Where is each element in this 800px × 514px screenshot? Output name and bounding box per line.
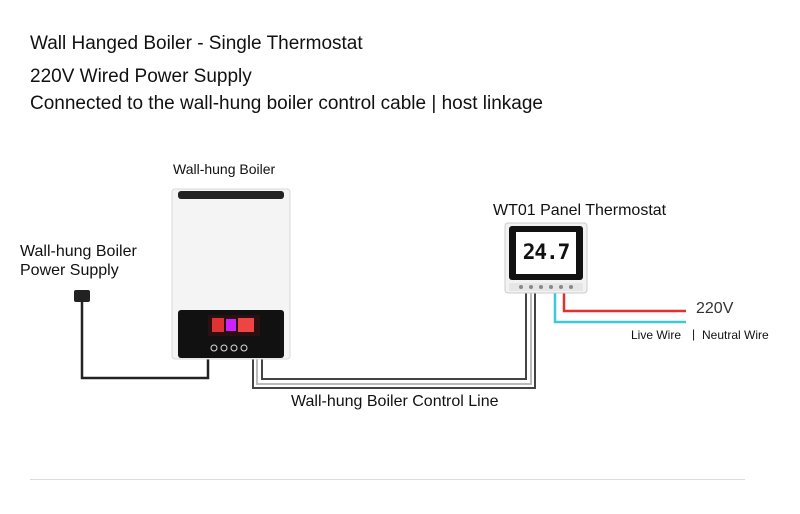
connection-heading: Connected to the wall-hung boiler contro…	[30, 93, 543, 114]
neutral-wire	[553, 292, 686, 324]
control-line-label: Wall-hung Boiler Control Line	[291, 393, 499, 410]
thermostat-label: WT01 Panel Thermostat	[493, 202, 667, 219]
bottom-divider	[30, 479, 745, 480]
thermostat-display: 24.7	[522, 240, 571, 264]
boiler-power-cable	[80, 300, 210, 380]
wall-hung-boiler-icon	[171, 188, 291, 360]
control-cable-inner	[261, 292, 527, 380]
panel-thermostat-icon	[504, 222, 588, 294]
live-wire	[562, 292, 686, 313]
wire-separator: |	[692, 327, 696, 341]
control-cable-outer	[252, 292, 536, 389]
live-wire-label: Live Wire	[631, 328, 682, 342]
power-supply-heading: 220V Wired Power Supply	[30, 66, 252, 87]
control-cable-sheath	[256, 292, 532, 385]
power-plug-icon	[74, 290, 90, 302]
neutral-wire-label: Neutral Wire	[702, 328, 769, 342]
power-supply-label-line2: Power Supply	[20, 262, 119, 279]
power-supply-label-line1: Wall-hung Boiler	[20, 243, 137, 260]
diagram-title: Wall Hanged Boiler - Single Thermostat	[30, 33, 363, 54]
voltage-label: 220V	[696, 300, 734, 317]
boiler-label: Wall-hung Boiler	[173, 161, 276, 177]
